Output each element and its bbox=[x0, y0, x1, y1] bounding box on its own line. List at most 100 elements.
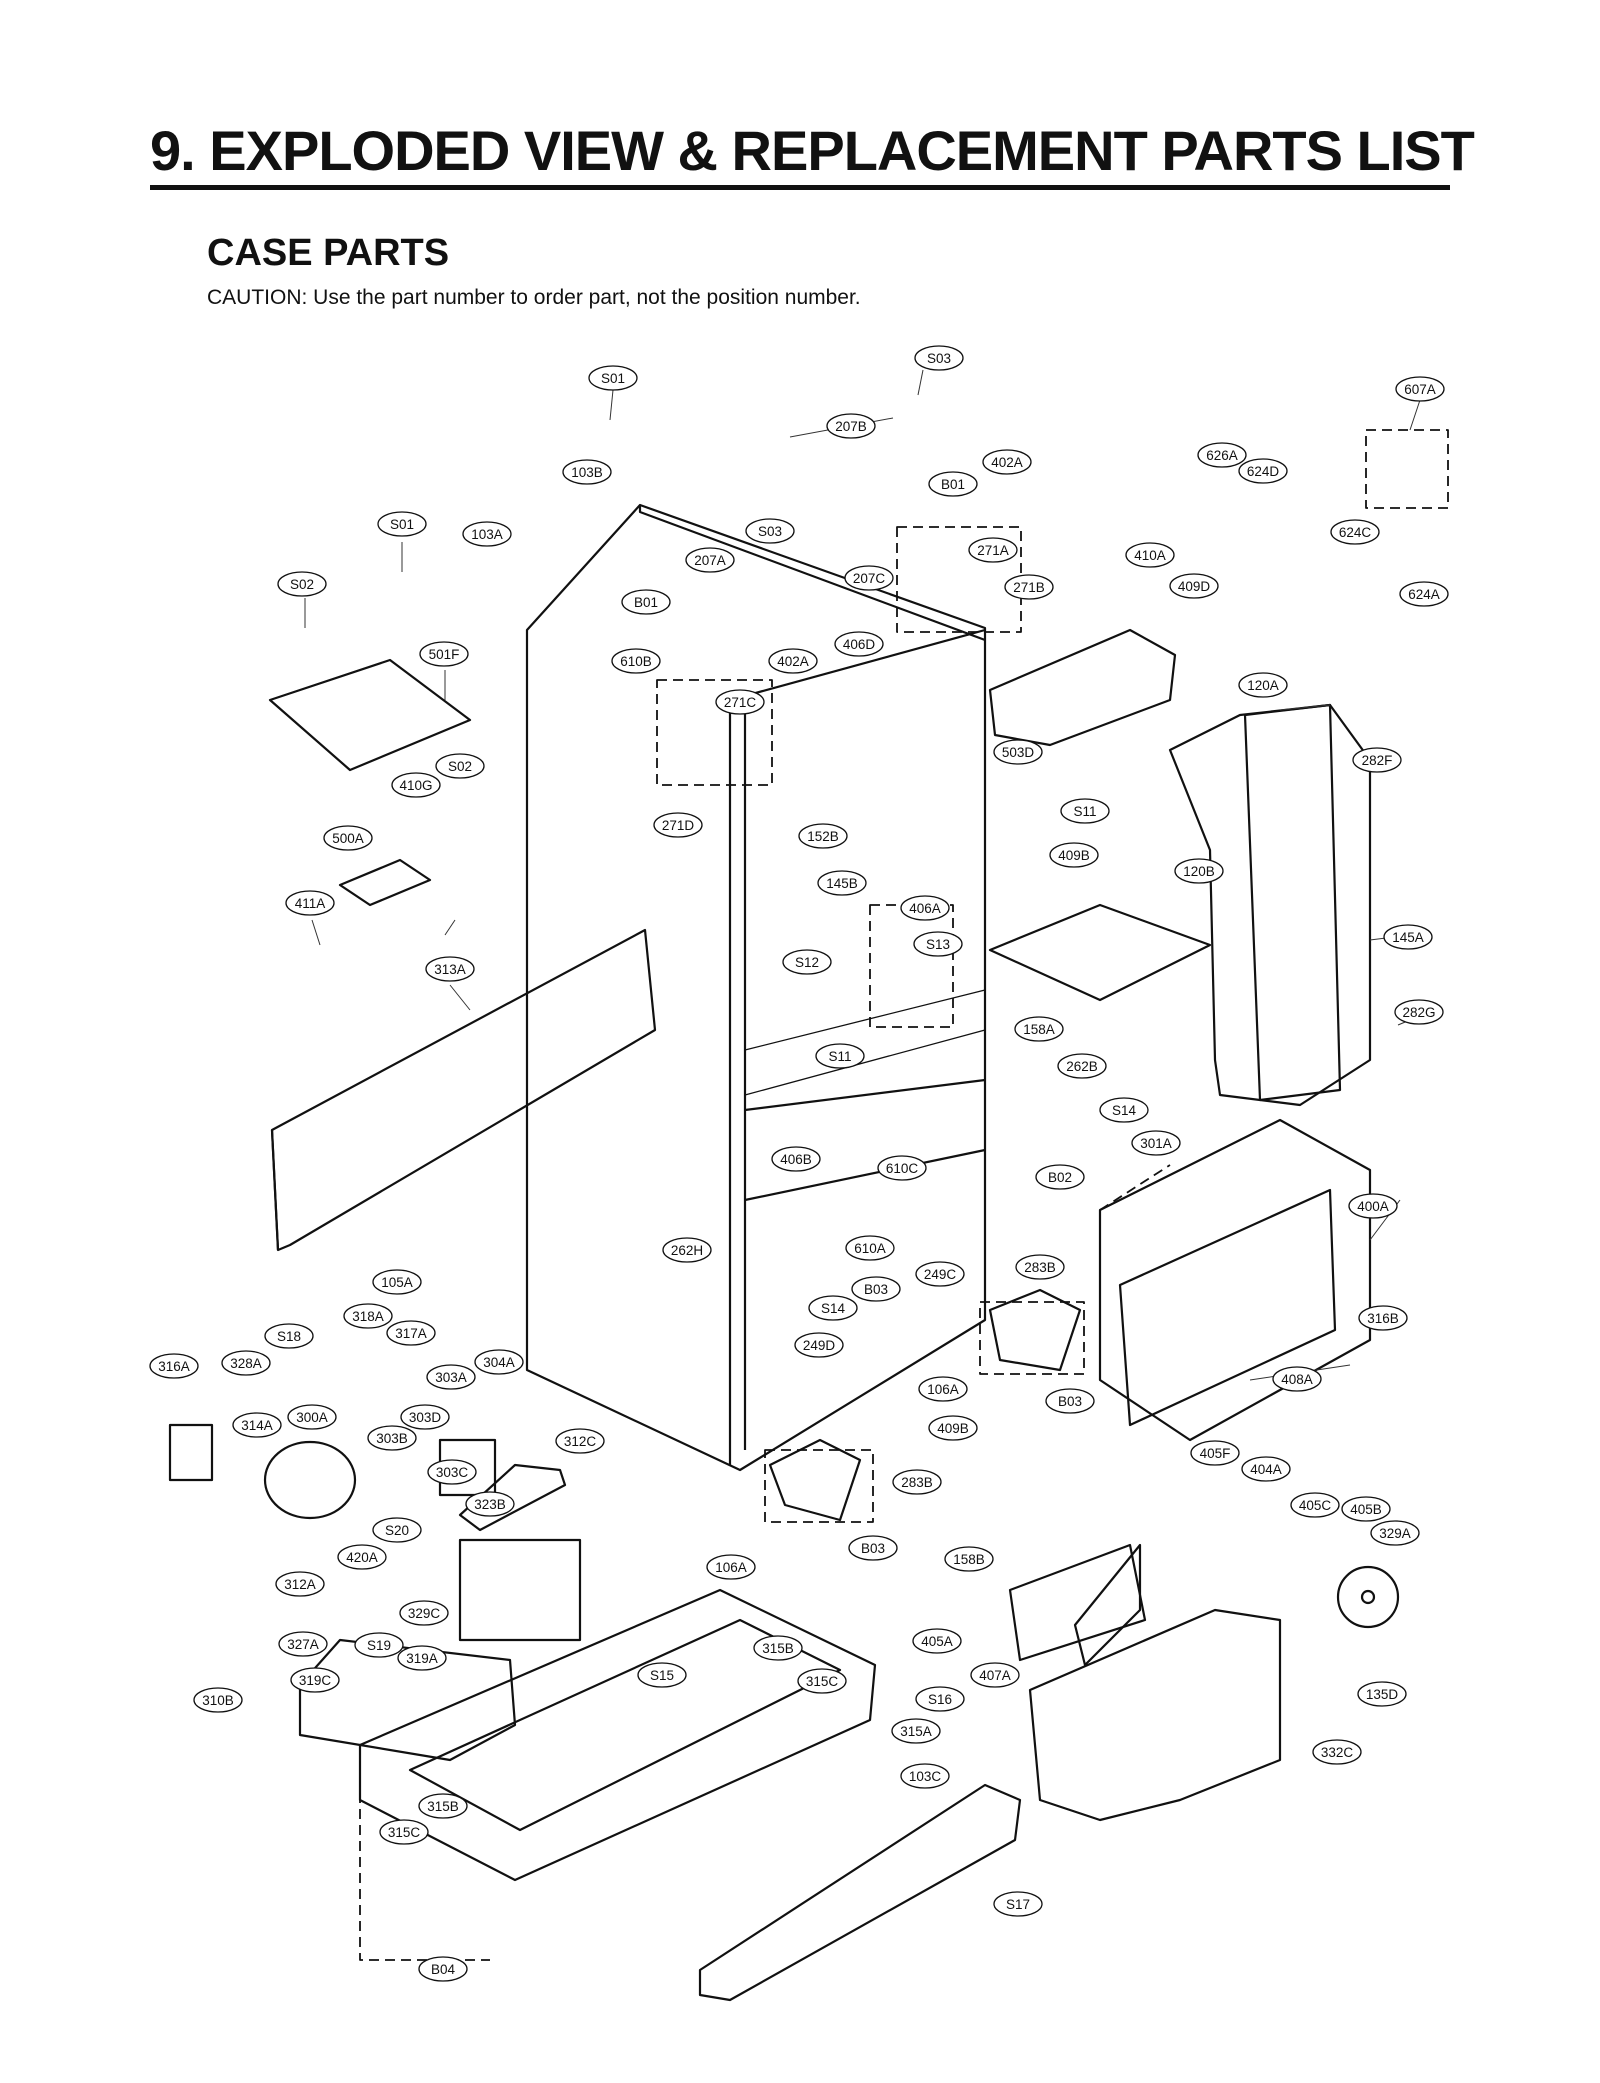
callout-oval bbox=[637, 1662, 687, 1688]
callout-oval bbox=[915, 1261, 965, 1287]
title-rule bbox=[150, 185, 1450, 190]
callout-oval bbox=[588, 365, 638, 391]
part-callout: 315B bbox=[418, 1793, 468, 1819]
callout-text: 300A bbox=[296, 1410, 328, 1425]
part-callout: 313A bbox=[425, 956, 475, 982]
part-callout: 610C bbox=[877, 1155, 927, 1181]
leg-bracket bbox=[768, 1288, 1082, 1522]
part-callout: 624C bbox=[1330, 519, 1380, 545]
callout-text: B02 bbox=[1048, 1170, 1072, 1185]
callout-text: 409B bbox=[1058, 848, 1090, 863]
callout-oval bbox=[555, 1428, 605, 1454]
callout-text: 409D bbox=[1178, 579, 1211, 594]
part-callout: B03 bbox=[1045, 1388, 1095, 1414]
callout-oval bbox=[745, 518, 795, 544]
callout-oval bbox=[1395, 376, 1445, 402]
callout-text: 402A bbox=[991, 455, 1023, 470]
part-callout: S13 bbox=[913, 931, 963, 957]
callout-text: 316A bbox=[158, 1359, 190, 1374]
callout-oval bbox=[826, 413, 876, 439]
callout-text: 500A bbox=[332, 831, 364, 846]
callout-text: 402A bbox=[777, 654, 809, 669]
callout-oval bbox=[1370, 1520, 1420, 1546]
part-callout: 400A bbox=[1348, 1193, 1398, 1219]
part-callout: 503D bbox=[993, 739, 1043, 765]
callout-oval bbox=[367, 1425, 417, 1451]
part-callout: 283B bbox=[892, 1469, 942, 1495]
part-callout: 624A bbox=[1399, 581, 1449, 607]
callout-oval bbox=[1238, 458, 1288, 484]
part-callout: 103B bbox=[562, 459, 612, 485]
part-callout: 405F bbox=[1190, 1440, 1240, 1466]
part-callout: S20 bbox=[372, 1517, 422, 1543]
callout-oval bbox=[391, 772, 441, 798]
part-callout: 120A bbox=[1238, 672, 1288, 698]
part-callout: 318A bbox=[343, 1303, 393, 1329]
callout-oval bbox=[1341, 1496, 1391, 1522]
callout-text: 282F bbox=[1362, 753, 1393, 768]
part-callout: S02 bbox=[435, 753, 485, 779]
callout-text: 262B bbox=[1066, 1059, 1098, 1074]
part-callout: S01 bbox=[588, 365, 638, 391]
callout-text: B01 bbox=[634, 595, 658, 610]
callout-text: 624A bbox=[1408, 587, 1440, 602]
callout-oval bbox=[149, 1353, 199, 1379]
callout-oval bbox=[892, 1469, 942, 1495]
callout-oval bbox=[1035, 1164, 1085, 1190]
part-callout: 271A bbox=[968, 537, 1018, 563]
part-callout: B04 bbox=[418, 1956, 468, 1982]
callout-oval bbox=[715, 689, 765, 715]
callout-text: 405F bbox=[1200, 1446, 1231, 1461]
callout-oval bbox=[1383, 924, 1433, 950]
part-callout: 411A bbox=[285, 890, 335, 916]
callout-oval bbox=[621, 589, 671, 615]
callout-oval bbox=[1358, 1305, 1408, 1331]
callout-oval bbox=[337, 1544, 387, 1570]
callout-oval bbox=[797, 1668, 847, 1694]
part-callout: B03 bbox=[851, 1276, 901, 1302]
part-callout: S18 bbox=[264, 1323, 314, 1349]
callout-text: 405B bbox=[1350, 1502, 1382, 1517]
callout-text: 249C bbox=[924, 1267, 957, 1282]
callout-oval bbox=[278, 1631, 328, 1657]
callout-text: 318A bbox=[352, 1309, 384, 1324]
callout-oval bbox=[221, 1350, 271, 1376]
callout-text: 106A bbox=[927, 1382, 959, 1397]
callout-oval bbox=[232, 1412, 282, 1438]
callout-text: 312C bbox=[564, 1434, 597, 1449]
callout-oval bbox=[1348, 1193, 1398, 1219]
fan-shroud bbox=[1028, 1543, 1282, 1822]
callout-oval bbox=[1399, 581, 1449, 607]
callout-oval bbox=[474, 1349, 524, 1375]
callout-oval bbox=[419, 641, 469, 667]
callout-oval bbox=[1330, 519, 1380, 545]
callout-text: 314A bbox=[241, 1418, 273, 1433]
callout-text: 313A bbox=[434, 962, 466, 977]
callout-text: 407A bbox=[979, 1668, 1011, 1683]
callout-oval bbox=[1060, 798, 1110, 824]
callout-oval bbox=[913, 931, 963, 957]
callout-text: 103C bbox=[909, 1769, 942, 1784]
callout-oval bbox=[753, 1635, 803, 1661]
callout-oval bbox=[426, 1364, 476, 1390]
part-callout: 316A bbox=[149, 1353, 199, 1379]
callout-oval bbox=[399, 1600, 449, 1626]
callout-oval bbox=[900, 1763, 950, 1789]
callout-text: 317A bbox=[395, 1326, 427, 1341]
callout-text: S19 bbox=[367, 1638, 391, 1653]
part-callout: 312A bbox=[275, 1571, 325, 1597]
callout-oval bbox=[1045, 1388, 1095, 1414]
callout-text: B04 bbox=[431, 1962, 456, 1977]
part-callout: 158B bbox=[944, 1546, 994, 1572]
duct bbox=[1008, 1543, 1147, 1662]
callout-oval bbox=[768, 648, 818, 674]
callout-text: 406B bbox=[780, 1152, 812, 1167]
callout-text: 405C bbox=[1299, 1498, 1332, 1513]
callout-text: 283B bbox=[1024, 1260, 1056, 1275]
callout-text: 135D bbox=[1366, 1687, 1399, 1702]
part-callout: 105A bbox=[372, 1269, 422, 1295]
callout-text: S16 bbox=[928, 1692, 952, 1707]
callout-oval bbox=[290, 1667, 340, 1693]
callout-text: 120A bbox=[1247, 678, 1279, 693]
